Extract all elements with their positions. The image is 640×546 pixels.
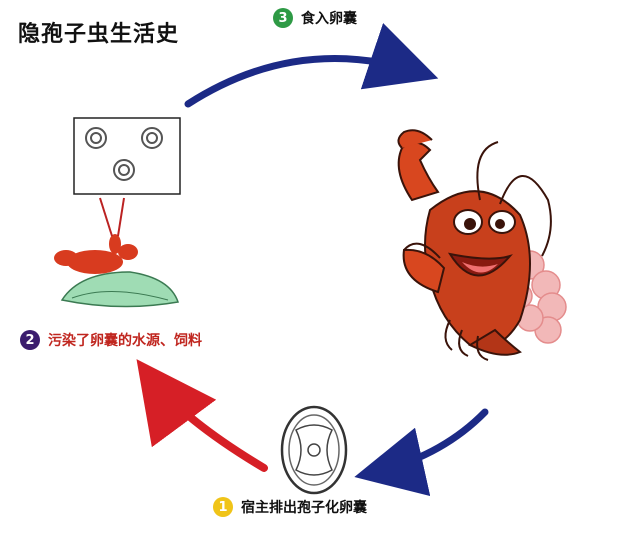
step-1-text: 宿主排出孢子化卵囊: [241, 500, 367, 516]
step-3-label: 3 食入卵囊: [273, 8, 357, 28]
step-3-text: 食入卵囊: [301, 11, 357, 27]
arrow-excrete: [354, 408, 489, 497]
oocyst-box: [73, 117, 181, 195]
arrow-ingest: [184, 23, 439, 108]
step-2-label: 2 污染了卵囊的水源、饲料: [20, 330, 202, 350]
step-1-label: 1 宿主排出孢子化卵囊: [213, 497, 367, 517]
sporulated-oocyst: [280, 405, 348, 495]
cartoon-crayfish: [397, 129, 567, 361]
arrow-contaminate: [136, 359, 268, 472]
diagram-title: 隐孢子虫生活史: [18, 22, 180, 47]
step-2-text: 污染了卵囊的水源、饲料: [48, 333, 202, 349]
small-crayfish-on-leaf: [54, 197, 179, 308]
step-1-badge: 1: [213, 497, 233, 517]
step-2-badge: 2: [20, 330, 40, 350]
step-3-badge: 3: [273, 8, 293, 28]
